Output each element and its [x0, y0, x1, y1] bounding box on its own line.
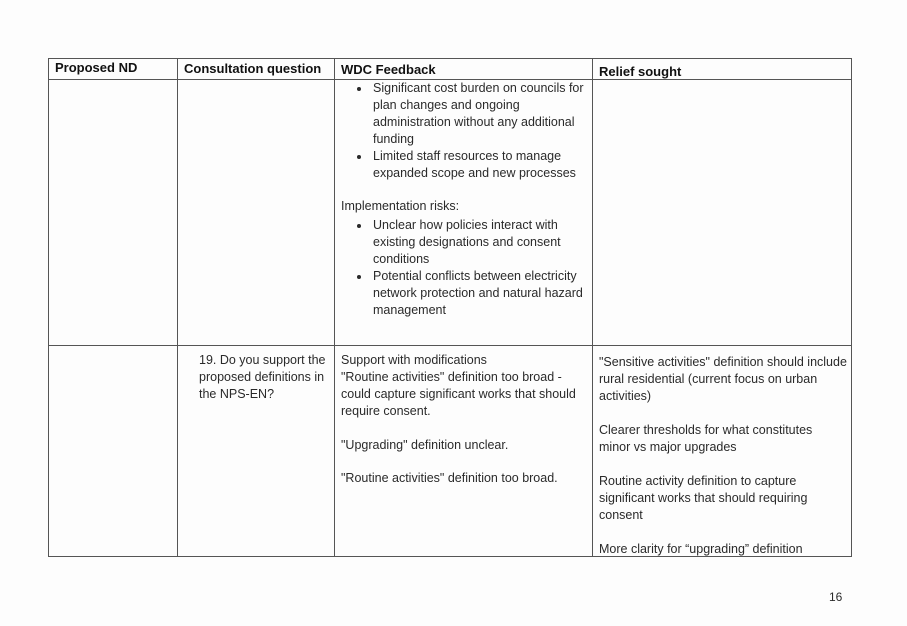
col-line: [48, 58, 49, 557]
list-item: Unclear how policies interact with exist…: [371, 217, 591, 268]
col-line: [592, 58, 593, 557]
feedback-bullet-list: Significant cost burden on councils for …: [341, 80, 591, 182]
row2-question: 19. Do you support the proposed definiti…: [199, 353, 326, 401]
feedback-bullet-list: Unclear how policies interact with exist…: [341, 217, 591, 319]
header-wdc-feedback: WDC Feedback: [341, 62, 436, 77]
relief-text: More clarity for “upgrading” definition: [599, 542, 803, 556]
page-number: 16: [829, 590, 843, 604]
header-divider: [48, 79, 851, 80]
row1-feedback: Significant cost burden on councils for …: [341, 80, 591, 319]
row2-relief: "Sensitive activities" definition should…: [599, 354, 847, 558]
row2-feedback: Support with modifications "Routine acti…: [341, 352, 589, 487]
relief-text: Routine activity definition to capture s…: [599, 474, 808, 522]
feedback-text: Support with modifications: [341, 353, 487, 367]
row-divider: [48, 345, 851, 346]
feedback-text: "Routine activities" definition too broa…: [341, 370, 576, 418]
relief-text: Clearer thresholds for what constitutes …: [599, 423, 813, 454]
subheading: Implementation risks:: [341, 199, 460, 213]
list-item: Significant cost burden on councils for …: [371, 80, 591, 148]
col-line: [177, 58, 178, 557]
header-relief-sought: Relief sought: [599, 64, 682, 79]
table-border-bottom: [48, 556, 851, 557]
col-line: [851, 58, 852, 557]
table-border-top: [48, 58, 851, 59]
header-proposed-nd: Proposed ND: [55, 60, 138, 75]
feedback-text: "Routine activities" definition too broa…: [341, 471, 558, 485]
list-item: Limited staff resources to manage expand…: [371, 148, 591, 182]
relief-text: "Sensitive activities" definition should…: [599, 355, 847, 403]
header-consultation-question: Consultation question: [184, 61, 322, 76]
col-line: [334, 58, 335, 557]
feedback-text: "Upgrading" definition unclear.: [341, 438, 509, 452]
list-item: Potential conflicts between electricity …: [371, 268, 591, 319]
